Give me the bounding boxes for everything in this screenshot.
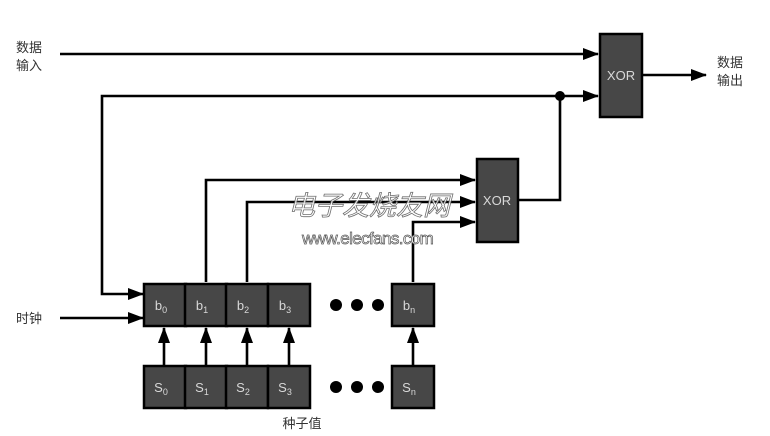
register-cell-2: b2 [224,282,270,328]
data-output-label-line2: 输出 [717,73,743,89]
wires [60,48,707,366]
data-input-label-line2: 输入 [16,58,42,74]
register-ellipsis-dot [372,299,384,311]
seed-cell-1: S1 [183,364,229,410]
register-ellipsis-dot [351,299,363,311]
seed-cell-label: S3 [278,380,292,397]
tap-b1-wire [204,174,476,282]
seed-ellipsis-dot [351,381,363,393]
clock-label: 时钟 [16,311,42,327]
register-cell-n: bn [390,282,436,328]
junction-dot [555,91,565,101]
xor-gate-feedback: XOR [475,157,520,244]
shift-register: b0 b1 b2 b3 bn [142,282,436,328]
seed-ellipsis-dot [330,381,342,393]
tap-b2-wire [245,196,476,282]
register-cell-label: b0 [155,298,167,315]
tap-bn-wire [411,216,476,282]
xor-label: XOR [483,193,511,208]
register-ellipsis-dot [330,299,342,311]
xor2-output-wire [519,96,562,202]
seed-ellipsis-dot [372,381,384,393]
seed-cell-label: Sn [402,380,416,397]
seed-cell-3: S3 [266,364,312,410]
watermark-url: www.elecfans.com [301,229,434,248]
xor-gate-output: XOR [598,32,644,119]
data-output-label-line1: 数据 [717,56,743,71]
ellipsis [330,299,384,393]
register-cell-label: bn [403,298,415,315]
register-cell-3: b3 [266,282,312,328]
seed-cell-n: Sn [390,364,436,410]
register-cell-0: b0 [142,282,188,328]
register-cell-label: b3 [279,298,291,315]
seed-cell-label: S1 [195,380,209,397]
watermark-title: 电子发烧友网 [288,191,453,222]
seed-cell-label: S2 [236,380,250,397]
seed-cell-2: S2 [224,364,270,410]
data-input-label-line1: 数据 [16,41,42,56]
seed-cell-label: S0 [154,380,168,397]
seed-register: S0 S1 S2 S3 Sn [142,364,436,410]
feedback-wire [100,94,560,300]
register-cell-label: b1 [196,298,208,315]
register-cell-1: b1 [183,282,229,328]
seed-label: 种子值 [282,416,321,432]
xor-label: XOR [607,68,635,83]
seed-cell-0: S0 [142,364,188,410]
register-cell-label: b2 [237,298,249,315]
